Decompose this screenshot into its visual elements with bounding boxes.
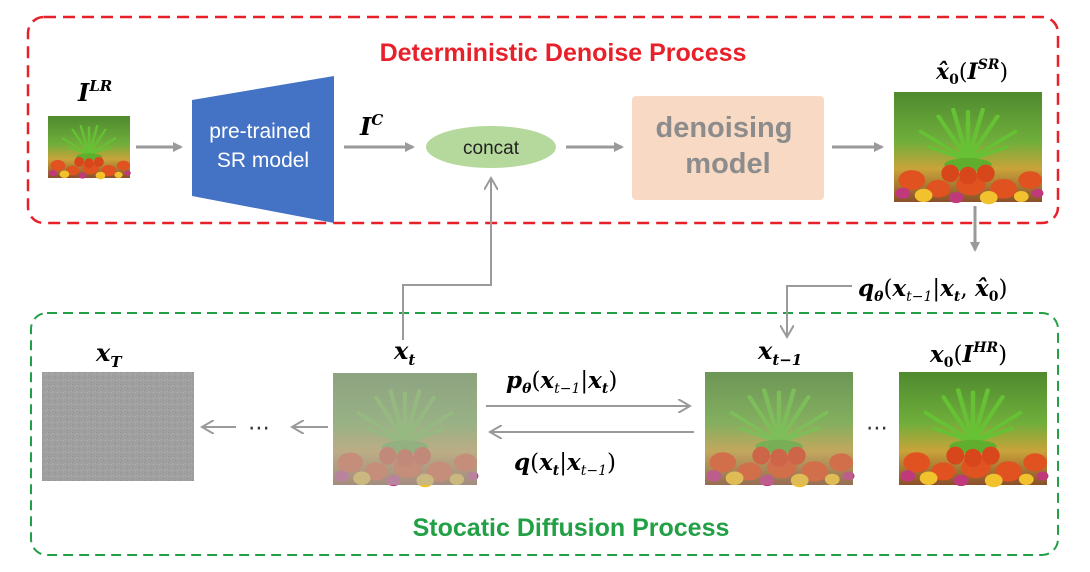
xT-noise-image bbox=[42, 372, 194, 481]
denoising-line-2: model bbox=[685, 148, 770, 180]
stochastic-frame bbox=[30, 312, 1059, 556]
sr-model-label: pre-trained SR model bbox=[209, 120, 316, 172]
lr-input-label: ILR bbox=[77, 77, 112, 107]
deterministic-title: Deterministic Denoise Process bbox=[380, 39, 747, 67]
p-theta-label: pθ(xt−1|xt) bbox=[506, 367, 617, 397]
x0-hr-image bbox=[899, 372, 1048, 487]
sr-model-block bbox=[192, 76, 334, 223]
sr-output-image bbox=[894, 92, 1043, 204]
deterministic-frame bbox=[26, 15, 1060, 225]
sr-output-label: x̂0(ISR) bbox=[935, 57, 1008, 88]
concat-label: concat bbox=[463, 138, 520, 159]
q-forward-label: q(xt|xt−1) bbox=[514, 449, 616, 479]
xt-image bbox=[333, 373, 478, 487]
xt-minus-1-image bbox=[705, 372, 854, 487]
x0-hr-label: x0(IHR) bbox=[929, 340, 1007, 371]
stochastic-title: Stocatic Diffusion Process bbox=[413, 514, 730, 542]
denoising-model-label: denoising model bbox=[655, 112, 800, 180]
arrow-xt-to-concat bbox=[402, 178, 491, 340]
sr-model-line-1: pre-trained bbox=[209, 120, 311, 143]
ellipsis-right: ⋯ bbox=[866, 415, 888, 440]
denoising-model-block bbox=[632, 96, 824, 200]
sr-model-line-2: SR model bbox=[217, 149, 309, 172]
lr-input-image bbox=[46, 114, 133, 181]
ellipsis-left: ⋯ bbox=[248, 415, 270, 440]
xt-minus-1-label: xt−1 bbox=[757, 336, 802, 369]
arrow-q-to-xt1 bbox=[787, 285, 852, 337]
xt-label: xt bbox=[393, 336, 415, 369]
ic-label: IC bbox=[359, 111, 383, 141]
xT-label: xT bbox=[95, 338, 123, 371]
denoising-line-1: denoising bbox=[655, 112, 792, 144]
q-theta-label: qθ(xt−1|xt, x̂0) bbox=[858, 275, 1007, 305]
concat-node bbox=[426, 126, 556, 168]
